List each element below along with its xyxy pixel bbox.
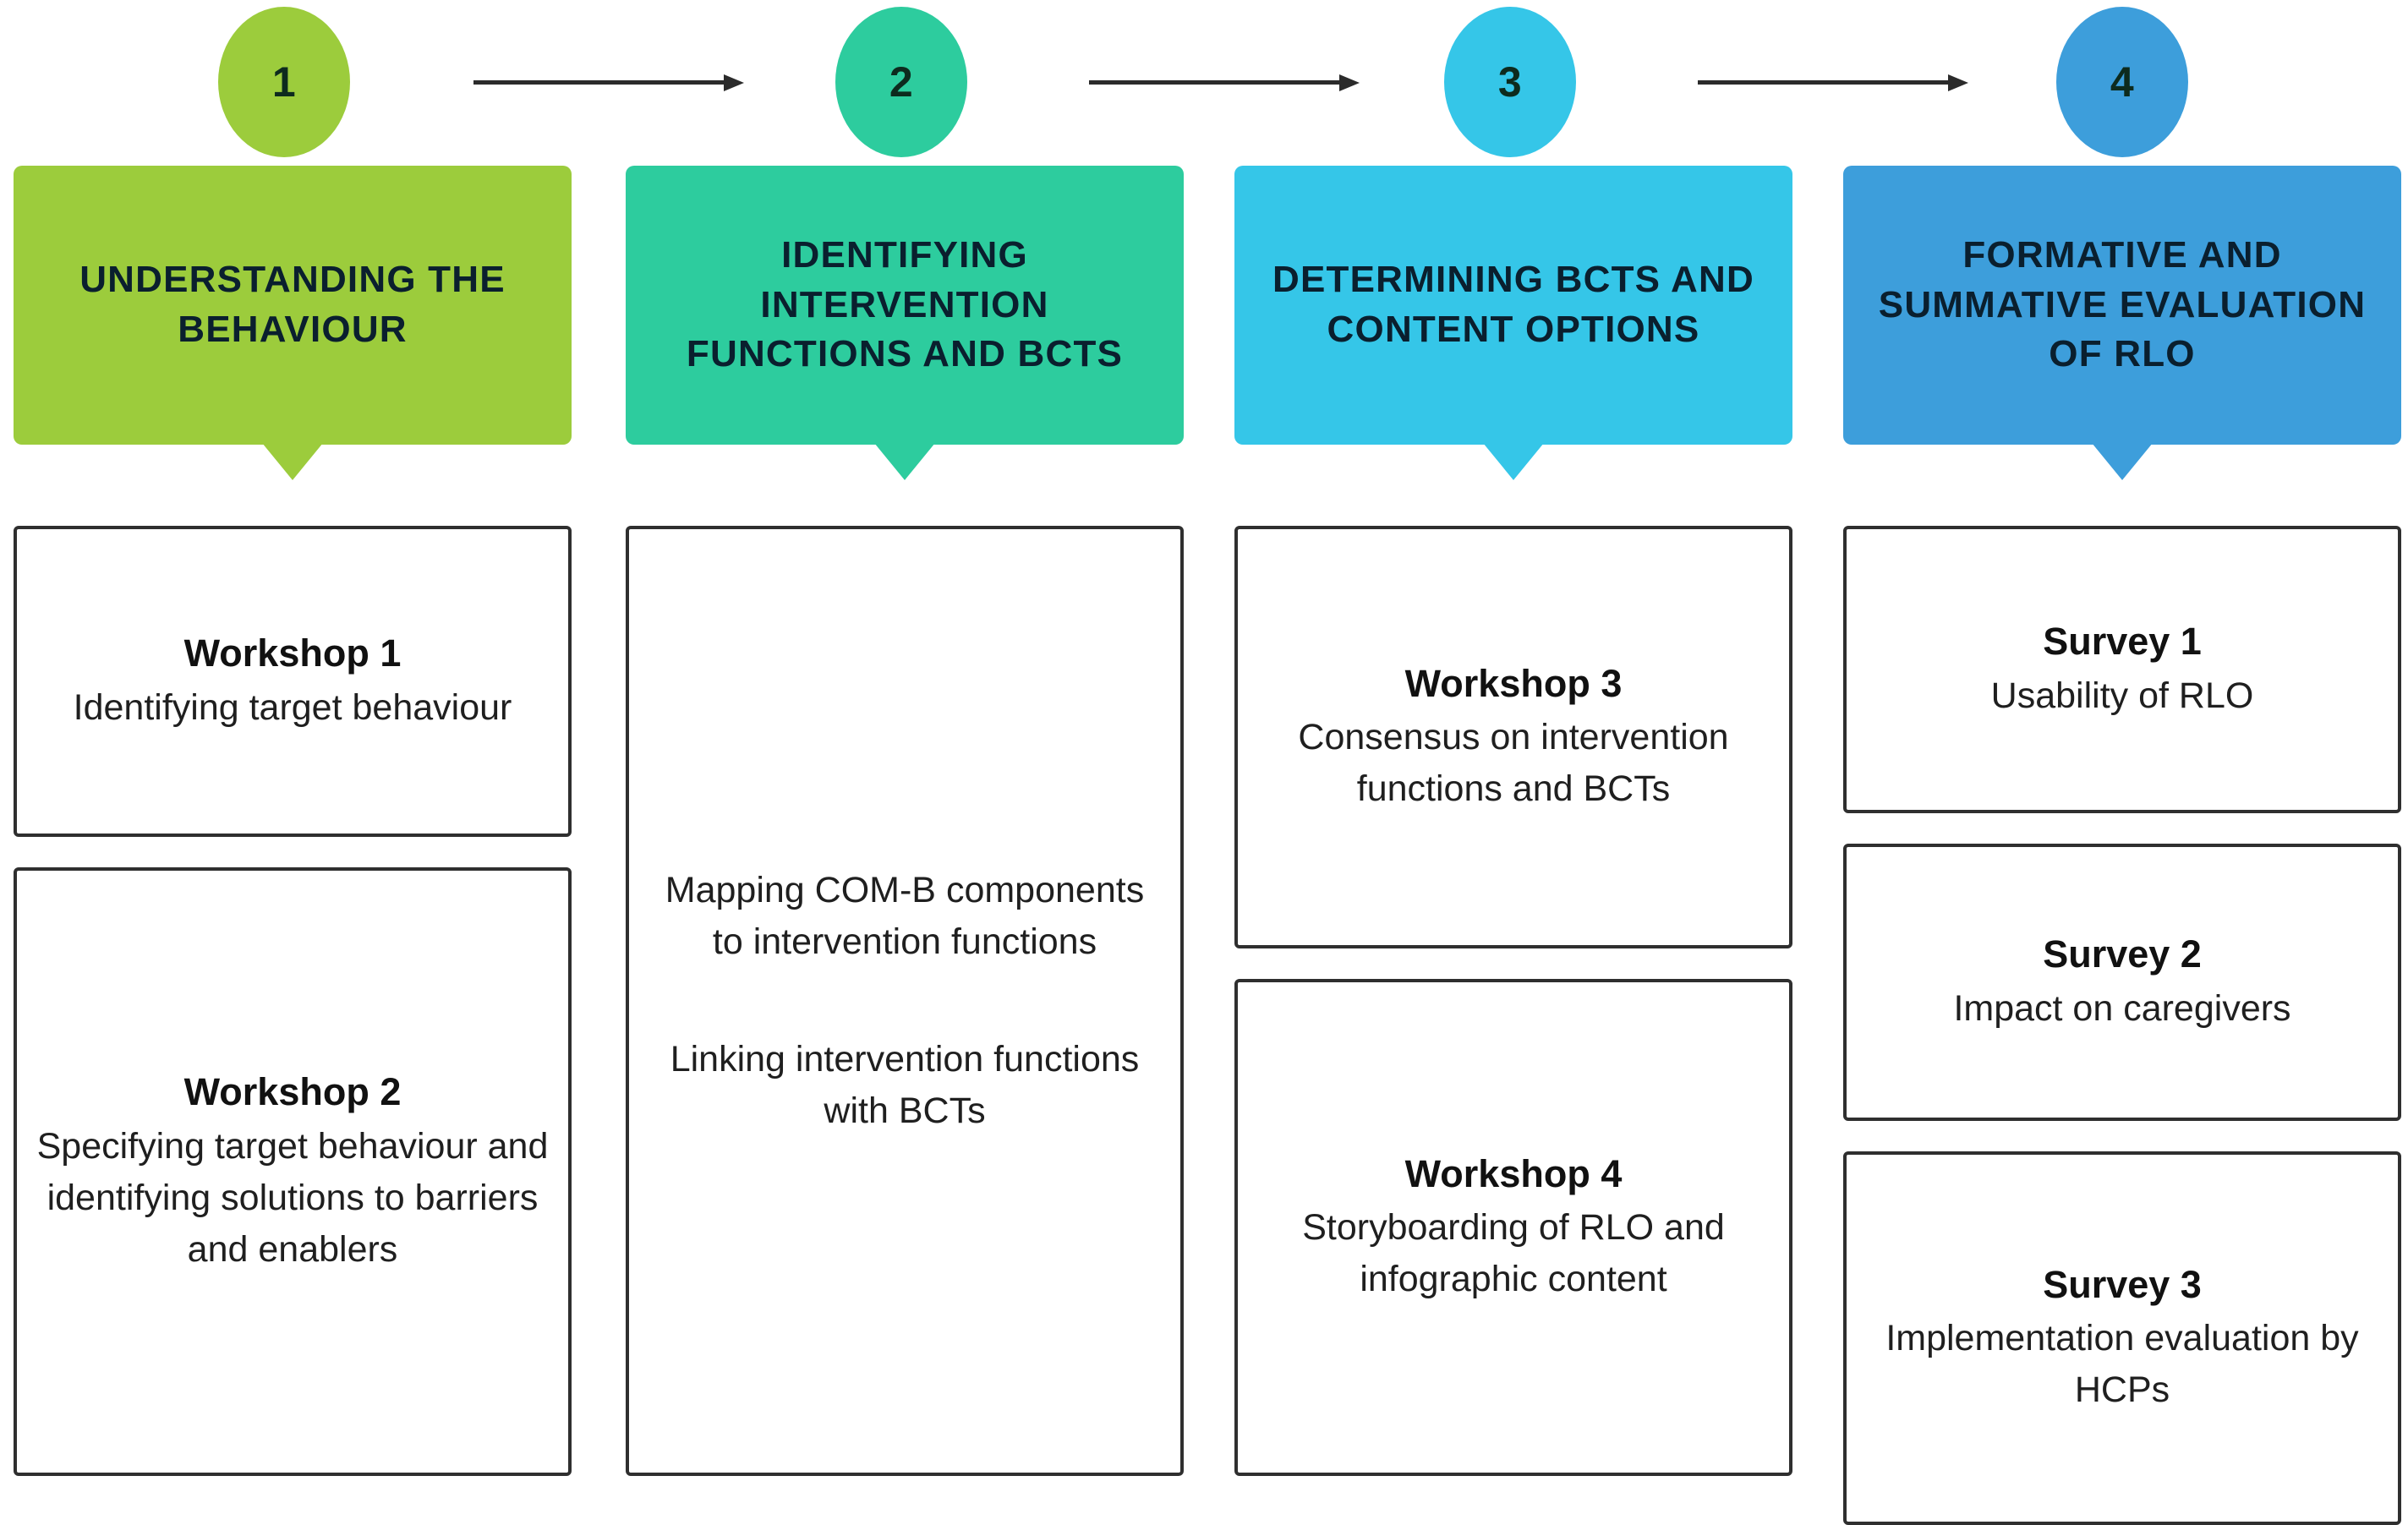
banner-pointer-icon-4 [2092,443,2153,480]
card-title: Survey 3 [2043,1262,2202,1306]
step-badge-4: 4 [2056,7,2188,157]
phase-column-4: FORMATIVE AND SUMMATIVE EVALUATION OF RL… [1843,166,2401,1525]
card-survey-2: Survey 2 Impact on caregivers [1843,844,2401,1121]
card-body: Identifying target behaviour [73,686,512,728]
step-badge-3: 3 [1444,7,1576,157]
card-mapping-and-linking: Mapping COM-B components to intervention… [626,526,1184,1476]
card-body: Specifying target behaviour and identify… [36,1125,549,1270]
card-body: Usability of RLO [1990,675,2254,716]
card-workshop-3: Workshop 3 Consensus on intervention fun… [1234,526,1792,948]
phase-banner-2: IDENTIFYING INTERVENTION FUNCTIONS AND B… [626,166,1184,445]
phase-banner-wrap-4: FORMATIVE AND SUMMATIVE EVALUATION OF RL… [1843,166,2401,480]
step-badge-3-number: 3 [1497,58,1523,106]
banner-pointer-icon-1 [262,443,323,480]
step-indicator-row: 1 2 3 4 [0,0,2408,166]
arrow-head-icon [1339,74,1360,91]
card-title: Workshop 4 [1404,1151,1623,1195]
card-title: Survey 2 [2043,932,2202,976]
arrow-shaft [1698,80,1950,85]
phase-cards-4: Survey 1 Usability of RLO Survey 2 Impac… [1843,526,2401,1525]
phase-columns: UNDERSTANDING THE BEHAVIOUR Workshop 1 I… [0,166,2408,1525]
card-body: Consensus on intervention functions and … [1298,717,1729,810]
banner-pointer-icon-3 [1483,443,1544,480]
phase-cards-2: Mapping COM-B components to intervention… [626,526,1184,1476]
step-arrow-3-to-4 [1698,74,1968,91]
phase-column-3: DETERMINING BCTS AND CONTENT OPTIONS Wor… [1234,166,1792,1476]
card-paragraph-1: Mapping COM-B components to intervention… [665,869,1145,962]
arrow-head-icon [724,74,744,91]
card-survey-1: Survey 1 Usability of RLO [1843,526,2401,813]
step-arrow-2-to-3 [1089,74,1360,91]
step-badge-2: 2 [835,7,967,157]
phase-column-1: UNDERSTANDING THE BEHAVIOUR Workshop 1 I… [14,166,572,1476]
card-paragraph-2: Linking intervention functions with BCTs [670,1039,1140,1132]
phase-banner-wrap-1: UNDERSTANDING THE BEHAVIOUR [14,166,572,480]
phase-banner-1: UNDERSTANDING THE BEHAVIOUR [14,166,572,445]
card-body: Storyboarding of RLO and infographic con… [1302,1207,1725,1300]
arrow-shaft [1089,80,1341,85]
phase-cards-3: Workshop 3 Consensus on intervention fun… [1234,526,1792,1476]
card-title: Workshop 1 [183,631,402,675]
banner-pointer-icon-2 [874,443,935,480]
arrow-shaft [473,80,725,85]
card-workshop-4: Workshop 4 Storyboarding of RLO and info… [1234,979,1792,1476]
card-title: Workshop 3 [1404,661,1623,705]
card-survey-3: Survey 3 Implementation evaluation by HC… [1843,1151,2401,1525]
phase-banner-wrap-3: DETERMINING BCTS AND CONTENT OPTIONS [1234,166,1792,480]
card-title: Survey 1 [2043,620,2202,664]
card-body: Implementation evaluation by HCPs [1885,1318,2359,1411]
phase-banner-wrap-2: IDENTIFYING INTERVENTION FUNCTIONS AND B… [626,166,1184,480]
card-body: Impact on caregivers [1953,987,2291,1029]
step-badge-1: 1 [218,7,350,157]
phase-column-2: IDENTIFYING INTERVENTION FUNCTIONS AND B… [626,166,1184,1476]
step-arrow-1-to-2 [473,74,744,91]
arrow-head-icon [1948,74,1968,91]
phase-banner-3: DETERMINING BCTS AND CONTENT OPTIONS [1234,166,1792,445]
card-workshop-1: Workshop 1 Identifying target behaviour [14,526,572,837]
step-badge-4-number: 4 [2110,58,2135,106]
card-workshop-2: Workshop 2 Specifying target behaviour a… [14,867,572,1476]
phase-banner-4: FORMATIVE AND SUMMATIVE EVALUATION OF RL… [1843,166,2401,445]
step-badge-2-number: 2 [889,58,914,106]
step-badge-1-number: 1 [271,58,297,106]
phase-cards-1: Workshop 1 Identifying target behaviour … [14,526,572,1476]
card-title: Workshop 2 [183,1070,402,1114]
